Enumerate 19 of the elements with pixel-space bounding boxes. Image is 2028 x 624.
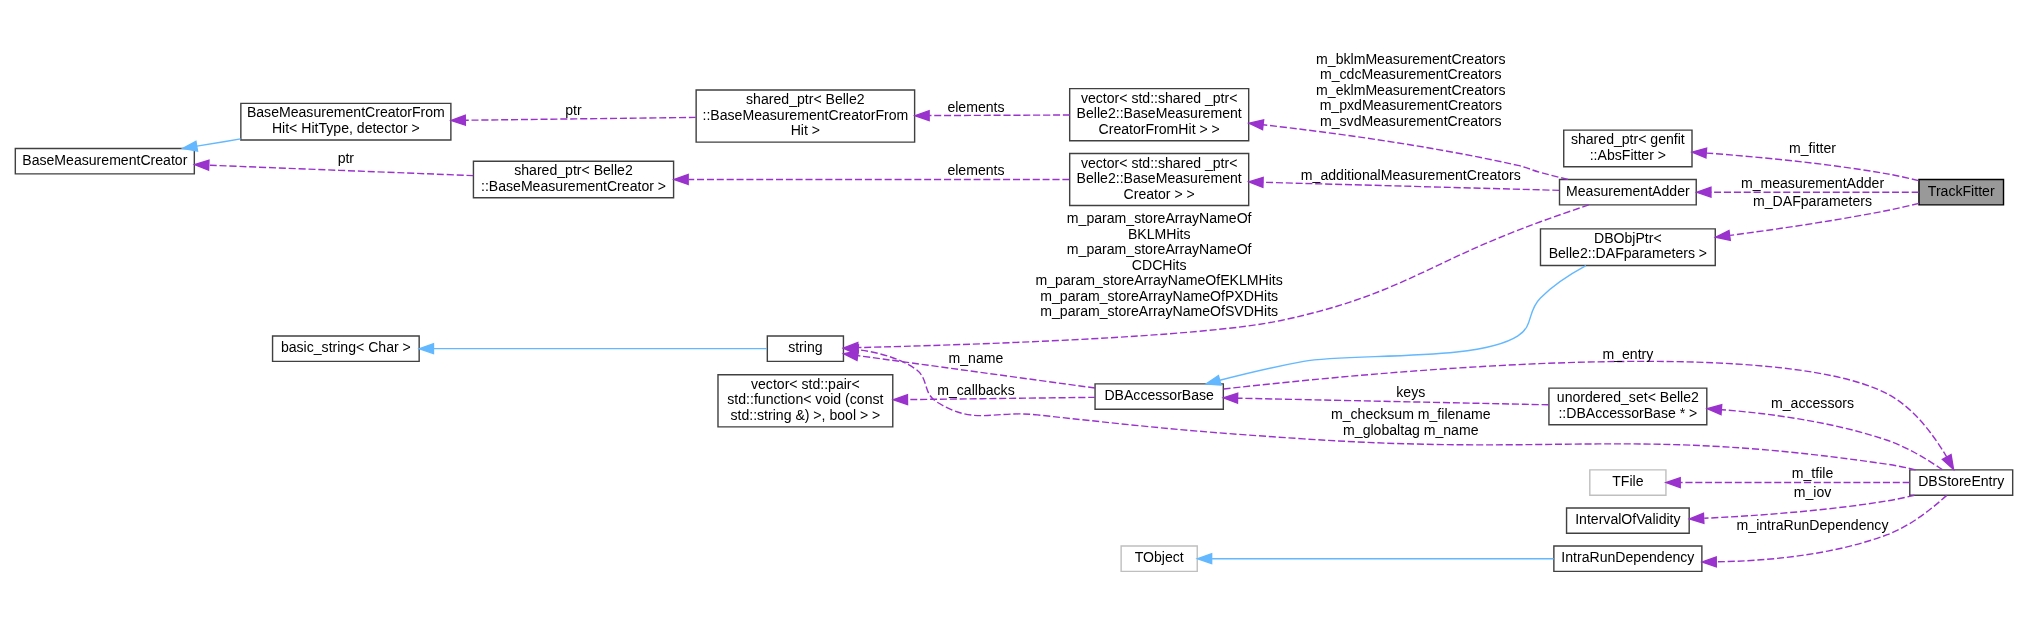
edge-label: m_checksum m_filename m_globaltag m_name (1330, 406, 1491, 438)
edge-label: m_DAFparameters (1753, 193, 1872, 210)
edge-label: ptr (337, 149, 355, 166)
edge-label: m_tfile (1791, 465, 1834, 482)
edge-label: keys (1396, 383, 1426, 400)
edge-label: elements (947, 162, 1005, 179)
edge-label: m_name (948, 349, 1004, 366)
edge-label: m_param_storeArrayNameOf BKLMHits m_param_storeArrayNameOf CDCHits m_param_storeArrayNameOfEKLMHits m_param_storeArrayNameOfPXDHits m_param_storeArrayNameOfSVDHits (1035, 210, 1283, 320)
edge-label: ptr (565, 101, 582, 118)
edge-label: m_callbacks (937, 382, 1015, 399)
edge-label: m_accessors (1771, 394, 1854, 411)
edge-label: m_additionalMeasurementCreators (1300, 166, 1521, 183)
edge-label: m_measurementAdder (1740, 174, 1885, 191)
edge-label: m_intraRunDependency (1736, 517, 1889, 534)
edge-label: m_entry (1602, 345, 1654, 362)
edge-label: elements (947, 98, 1005, 115)
edge-label: m_bklmMeasurementCreators m_cdcMeasurementCreators m_eklmMeasurementCreators m_pxdMeasurementCreators m_svdMeasurementCreators (1316, 50, 1506, 129)
edge-label: m_fitter (1789, 139, 1836, 156)
edge-label: m_iov (1793, 483, 1832, 500)
